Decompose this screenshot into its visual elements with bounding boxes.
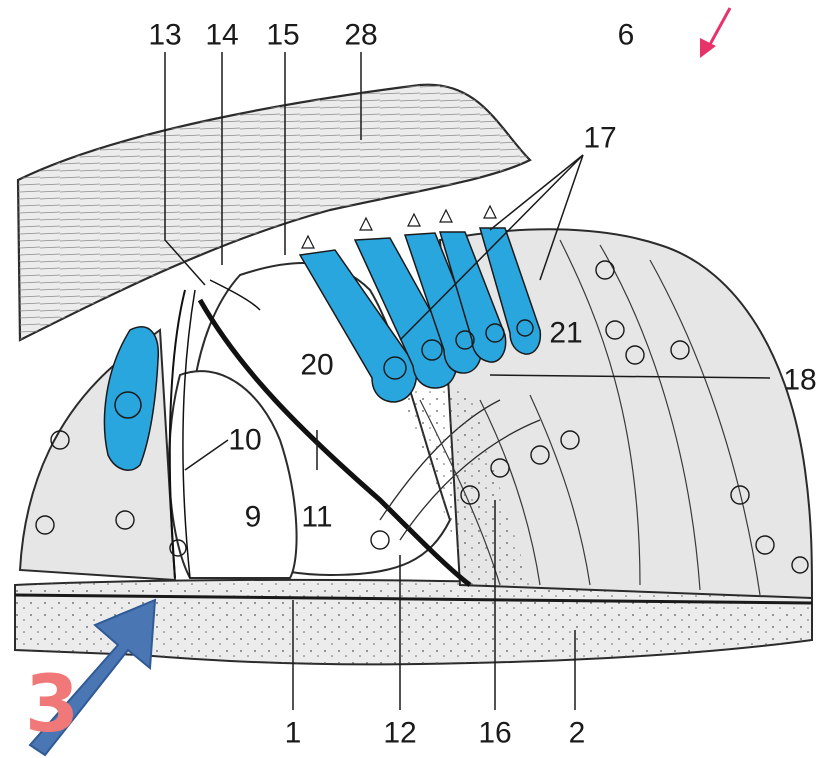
marker-3: 3 — [25, 660, 79, 750]
label-10: 10 — [228, 424, 261, 457]
label-1: 1 — [285, 717, 302, 750]
label-2: 2 — [569, 717, 586, 750]
label-16: 16 — [478, 717, 511, 750]
label-15: 15 — [266, 19, 299, 52]
label-9: 9 — [245, 501, 262, 534]
label-11: 11 — [301, 501, 332, 534]
label-21: 21 — [549, 317, 582, 350]
label-14: 14 — [205, 19, 238, 52]
label-20: 20 — [300, 349, 333, 382]
pink-arrow-icon — [700, 8, 730, 58]
label-6: 6 — [618, 19, 635, 52]
label-28: 28 — [344, 19, 377, 52]
label-18: 18 — [783, 364, 816, 397]
label-17: 17 — [583, 122, 616, 155]
label-13: 13 — [148, 19, 181, 52]
label-12: 12 — [383, 717, 416, 750]
